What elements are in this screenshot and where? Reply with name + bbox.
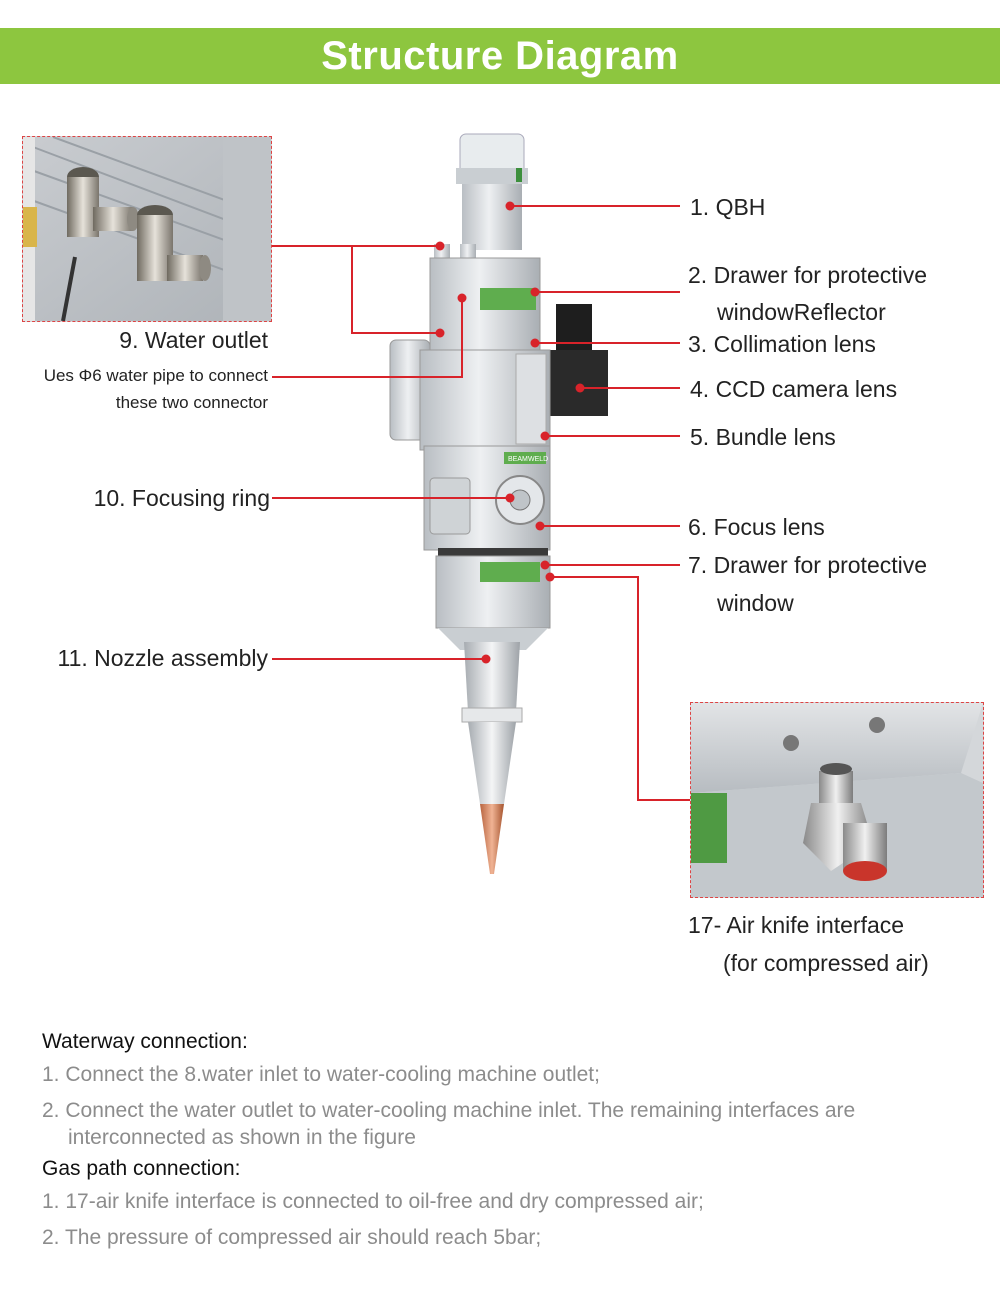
connection-notes: Waterway connection: 1. Connect the 8.wa… (42, 1030, 982, 1261)
callout-qbh: 1. QBH (690, 194, 766, 220)
air-knife-photo (691, 703, 983, 897)
laser-head-illustration: BEAM WELD (389, 133, 608, 874)
callout-bundle-lens: 5. Bundle lens (690, 424, 836, 450)
gas-step-2: 2. The pressure of compressed air should… (42, 1226, 542, 1249)
callout-water-pipe-note-cont: these two connector (115, 393, 268, 412)
title-banner: Structure Diagram (0, 28, 1000, 84)
callout-drawer-protective-window-2: 7. Drawer for protective (688, 552, 928, 578)
callout-focus-lens: 6. Focus lens (688, 514, 825, 540)
gas-heading: Gas path connection: (42, 1156, 241, 1180)
brand-label-right: WELD (528, 456, 548, 463)
brand-label-left: BEAM (508, 456, 528, 463)
water-outlet-inset (22, 136, 272, 322)
waterway-step-2-text: 2. Connect the water outlet to water-coo… (42, 1099, 856, 1123)
leader-lines (272, 201, 690, 801)
water-outlet-photo (23, 137, 271, 321)
waterway-step-2: 2. Connect the water outlet to water-coo… (42, 1098, 982, 1151)
waterway-step-2-cont: interconnected as shown in the figure (68, 1125, 416, 1149)
callout-water-pipe-note: Ues Φ6 water pipe to connect (43, 366, 268, 385)
air-knife-inset (690, 702, 984, 898)
waterway-step-1: 1. Connect the 8.water inlet to water-co… (42, 1063, 600, 1086)
callout-air-knife-interface: 17- Air knife interface (688, 912, 905, 938)
callout-focusing-ring: 10. Focusing ring (93, 485, 270, 511)
waterway-heading: Waterway connection: (42, 1030, 248, 1053)
callout-collimation-lens: 3. Collimation lens (688, 331, 876, 357)
callout-nozzle-assembly: 11. Nozzle assembly (57, 645, 269, 671)
callout-water-outlet: 9. Water outlet (119, 327, 268, 353)
callout-drawer-protective-window: 2. Drawer for protective (688, 262, 928, 288)
callout-drawer-protective-window-2-cont: window (717, 590, 794, 616)
structure-diagram: BEAM WELD (22, 133, 984, 976)
callout-ccd-camera-lens: 4. CCD camera lens (690, 376, 898, 402)
page-title: Structure Diagram (321, 33, 679, 78)
gas-step-1: 1. 17-air knife interface is connected t… (42, 1189, 704, 1213)
callout-drawer-protective-window-cont: windowReflector (717, 299, 886, 325)
callout-air-knife-interface-cont: (for compressed air) (723, 950, 929, 976)
